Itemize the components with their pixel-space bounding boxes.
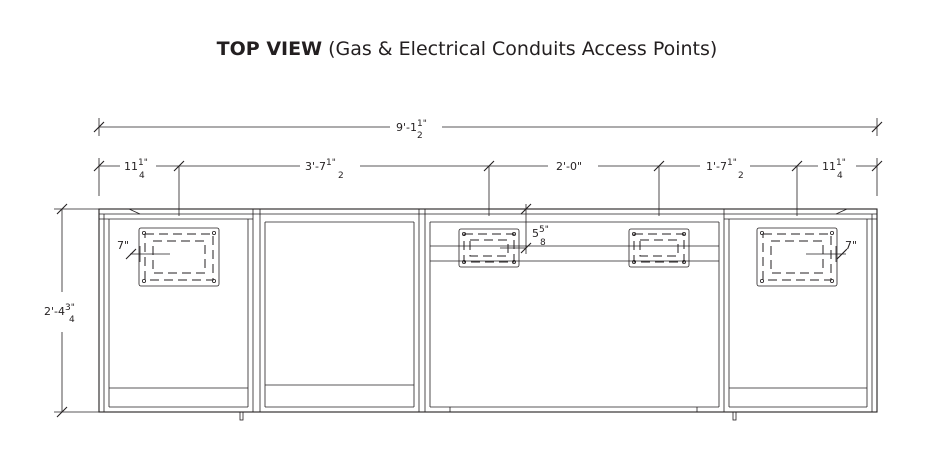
- diagram-title: TOP VIEW (Gas & Electrical Conduits Acce…: [0, 38, 934, 60]
- overall-width-den: 2: [417, 131, 423, 141]
- conduit-plate-right: [756, 227, 838, 287]
- offset-mid-den: 8: [540, 238, 546, 248]
- seg4-den: 2: [738, 171, 744, 181]
- segment-dimensions: 111" 4 3'-71" 2 2'-0" 1'-71" 2 111" 4: [93, 158, 883, 216]
- offset-left-label: 7": [117, 239, 129, 252]
- seg4-label: 1'-71": [706, 158, 737, 173]
- offset-mid-dimension: 55" 8: [500, 203, 549, 254]
- seg2-den: 2: [338, 171, 344, 181]
- offset-left-dimension: 7": [117, 208, 170, 262]
- title-bold: TOP VIEW: [216, 38, 323, 60]
- conduit-plate-left: [138, 227, 220, 287]
- offset-right-label: 7": [845, 239, 857, 252]
- seg1-den: 4: [139, 171, 145, 181]
- depth-den: 4: [69, 315, 75, 325]
- seg5-label: 111": [822, 158, 846, 173]
- seg5-den: 4: [837, 171, 843, 181]
- cabinet-outline: [98, 208, 878, 421]
- overall-width-dimension: 9'-11" 2: [93, 118, 883, 141]
- seg2-label: 3'-71": [305, 158, 336, 173]
- depth-label: 2'-43": [44, 303, 75, 318]
- title-subtitle: (Gas & Electrical Conduits Access Points…: [328, 38, 718, 60]
- depth-dimension: 2'-43" 4: [44, 203, 99, 418]
- overall-width-label: 9'-11": [396, 119, 427, 134]
- seg1-label: 111": [124, 158, 148, 173]
- offset-right-dimension: 7": [806, 208, 857, 262]
- conduit-plate-center-right: [628, 228, 690, 268]
- seg3-label: 2'-0": [556, 160, 582, 173]
- offset-mid-label: 55": [532, 225, 549, 240]
